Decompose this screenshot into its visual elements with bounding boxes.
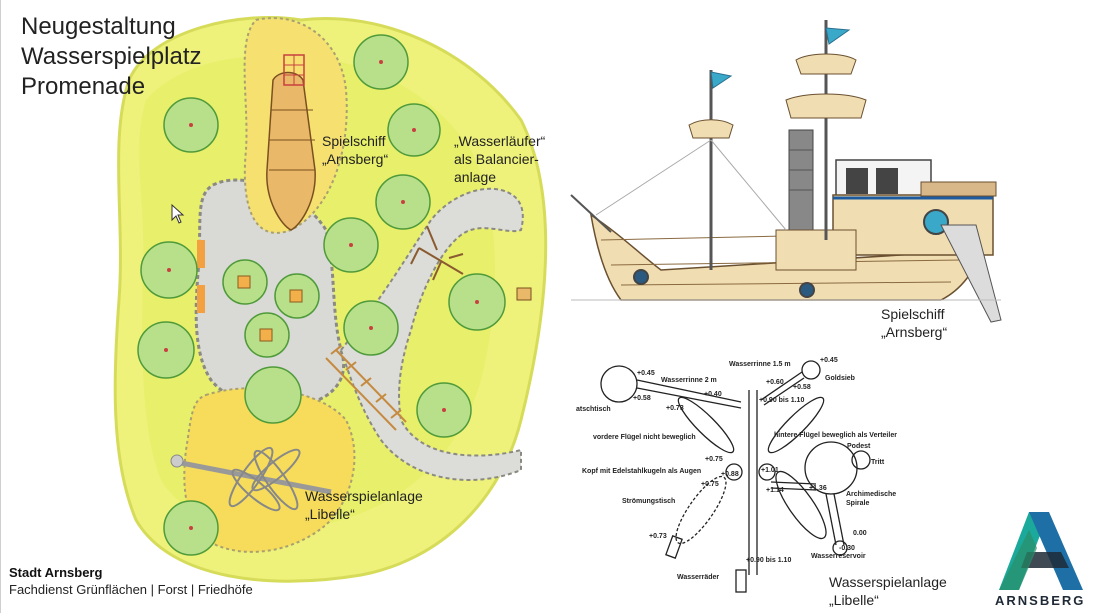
- ship-caption: Spielschiff „Arnsberg“: [881, 305, 947, 341]
- label-line: „Libelle“: [305, 506, 355, 522]
- label-line: anlage: [454, 169, 497, 185]
- label-line: Spielschiff: [322, 133, 386, 149]
- caption-line: Wasserspielanlage: [829, 574, 947, 590]
- title-line: Neugestaltung: [21, 13, 176, 40]
- title-line: Wasserspielplatz: [21, 43, 202, 70]
- department-name: Fachdienst Grünflächen | Forst | Friedhö…: [9, 582, 253, 597]
- mouse-cursor-icon: [171, 204, 185, 224]
- title-line: Promenade: [21, 73, 146, 100]
- organization-name: Stadt Arnsberg: [9, 565, 103, 580]
- dragonfly-caption: Wasserspielanlage „Libelle“: [829, 573, 947, 609]
- label-line: als Balancier-: [454, 151, 539, 167]
- arnsberg-logo-icon: [999, 512, 1083, 590]
- ship-plan-label: Spielschiff „Arnsberg“: [322, 132, 388, 168]
- label-line: Wasserspielanlage: [305, 488, 423, 504]
- slide-title: Neugestaltung Wasserspielplatz Promenade: [21, 12, 202, 102]
- site-plan-drawing: [113, 16, 548, 583]
- walker-plan-label: „Wasserläufer“ als Balancier- anlage: [454, 132, 545, 186]
- label-line: „Arnsberg“: [322, 151, 389, 167]
- caption-line: „Libelle“: [829, 592, 879, 608]
- logo-wordmark: ARNSBERG: [995, 593, 1086, 608]
- lily-pad: [244, 366, 302, 424]
- label-line: „Wasserläufer“: [454, 133, 546, 149]
- caption-line: Spielschiff: [881, 306, 945, 322]
- dragonfly-plan-label: Wasserspielanlage „Libelle“: [305, 487, 423, 523]
- footer: Stadt Arnsberg Fachdienst Grünflächen | …: [9, 565, 253, 599]
- caption-line: „Arnsberg“: [881, 324, 948, 340]
